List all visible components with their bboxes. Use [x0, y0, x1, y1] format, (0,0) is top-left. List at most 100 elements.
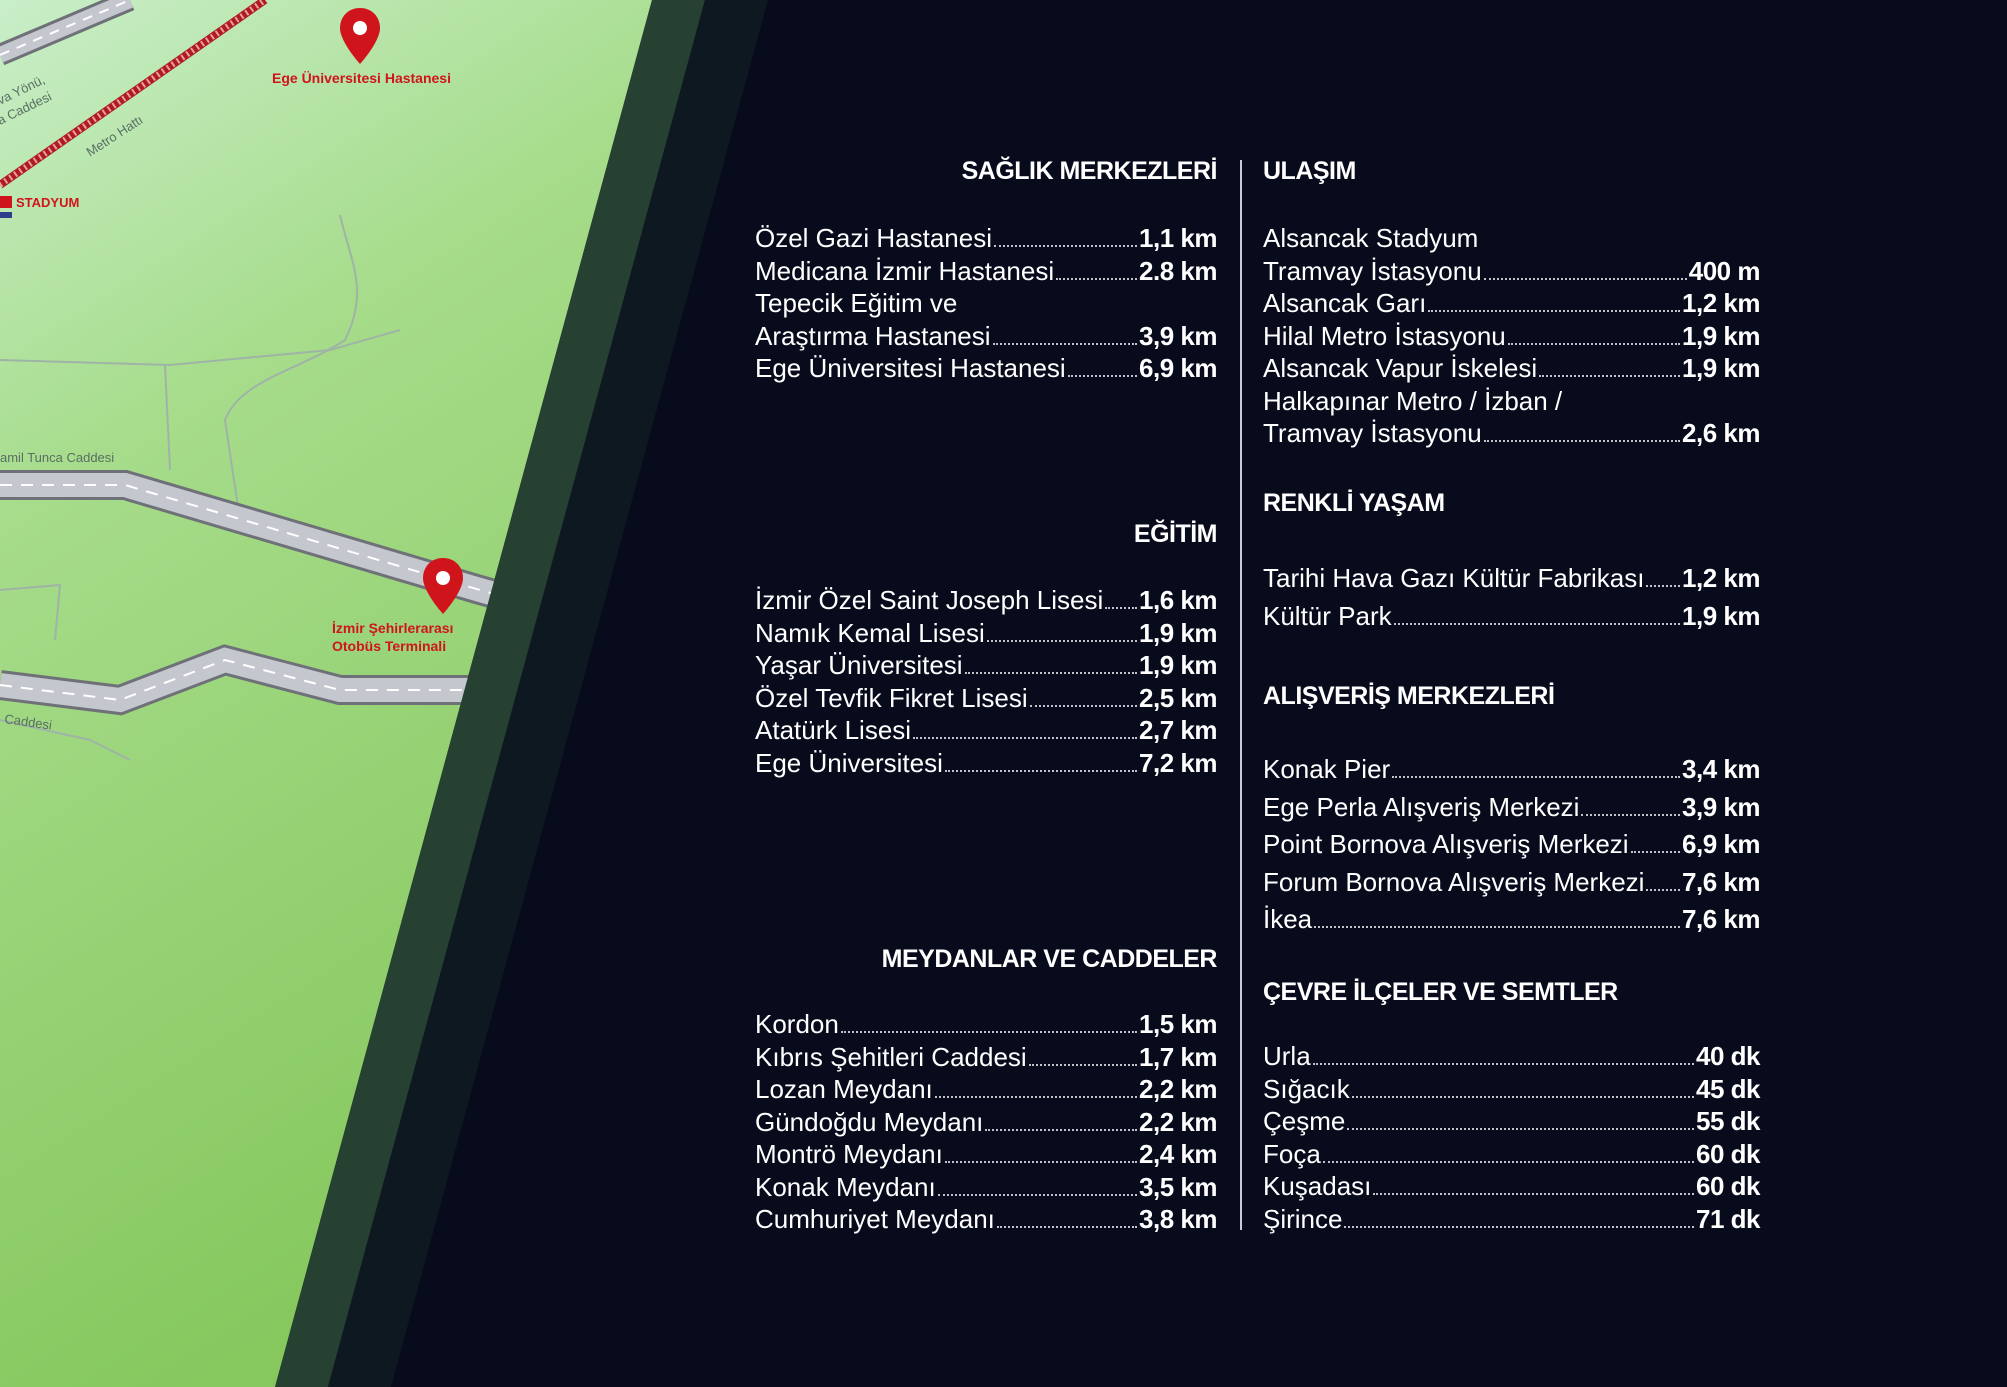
distance-value: 7,6 km: [1682, 904, 1760, 934]
dot-leader: [964, 672, 1138, 674]
distance-value: 1,9 km: [1682, 353, 1760, 383]
section-title-renkli: RENKLİ YAŞAM: [1263, 489, 1445, 517]
dot-leader: [1344, 1225, 1694, 1228]
ulasim-list-item: Hilal Metro İstasyonu 1,9 km: [1263, 320, 1760, 352]
distance-value: 1,9 km: [1682, 320, 1760, 351]
place-name: Alsancak Garı: [1263, 288, 1427, 318]
dot-leader: [840, 1031, 1138, 1033]
distance-value: 71 dk: [1696, 1203, 1761, 1234]
terminal-marker-icon: [423, 558, 463, 614]
terminal-label-2: Otobüs Terminali: [332, 638, 446, 654]
distance-value: 3,8 km: [1139, 1204, 1217, 1234]
dot-leader: [937, 1193, 1138, 1196]
section-title-avm: ALIŞVERİŞ MERKEZLERİ: [1263, 682, 1555, 710]
place-name: Konak Meydanı: [755, 1171, 936, 1202]
distance-value: 6,9 km: [1682, 829, 1760, 859]
place-name: Cumhuriyet Meydanı: [755, 1204, 995, 1234]
place-name: Kıbrıs Şehitleri Caddesi: [755, 1041, 1027, 1072]
dot-leader: [1581, 813, 1681, 816]
place-name: Foça: [1263, 1138, 1321, 1169]
dot-leader: [996, 1226, 1138, 1228]
distance-value: 1,5 km: [1139, 1009, 1217, 1039]
diagonal-band: [275, 0, 705, 1387]
distance-value: 40 dk: [1696, 1041, 1761, 1071]
place-name: İkea: [1263, 904, 1313, 934]
stadium-icon: [0, 196, 12, 208]
distance-value: 2,2 km: [1139, 1074, 1217, 1104]
renkli-list-item: Kültür Park 1,9 km: [1263, 600, 1760, 632]
distance-value: 1,2 km: [1682, 288, 1760, 318]
place-name: Halkapınar Metro / İzban /: [1263, 385, 1563, 416]
map-features: Ege Üniversitesi Hastanesi STADYUM Metro…: [0, 0, 652, 761]
distance-value: 1,7 km: [1139, 1041, 1217, 1072]
dot-leader: [1373, 1193, 1694, 1195]
dot-leader: [944, 1161, 1138, 1163]
place-name: Konak Pier: [1263, 754, 1391, 784]
dot-leader: [993, 245, 1138, 247]
place-name: Şirince: [1263, 1203, 1343, 1234]
distance-value: 2,5 km: [1139, 682, 1217, 713]
distance-value: 60 dk: [1696, 1171, 1761, 1201]
distance-value: 3,9 km: [1139, 320, 1217, 351]
place-name: Alsancak Vapur İskelesi: [1263, 353, 1538, 383]
place-name: Forum Bornova Alışveriş Merkezi: [1263, 866, 1645, 897]
dot-leader: [1347, 1128, 1694, 1130]
dot-leader: [1507, 342, 1681, 345]
dot-leader: [992, 342, 1138, 345]
distance-value: 1,9 km: [1682, 600, 1760, 631]
place-name: Ege Üniversitesi Hastanesi: [755, 353, 1066, 383]
distance-value: 55 dk: [1696, 1106, 1761, 1136]
dot-leader: [1351, 1095, 1694, 1098]
place-name: Urla: [1263, 1041, 1311, 1071]
cevre-list-item: Şirince 71 dk: [1263, 1203, 1761, 1235]
metro-line: [0, 0, 268, 189]
hospital-marker-icon: [340, 8, 380, 64]
dot-leader: [1393, 622, 1681, 625]
dot-leader: [1056, 277, 1138, 280]
dot-leader: [1539, 375, 1681, 377]
place-name: Çeşme: [1263, 1106, 1346, 1136]
place-name: Tepecik Eğitim ve: [755, 288, 958, 318]
section-title-meydan: MEYDANLAR VE CADDELER: [881, 945, 1218, 973]
place-name: Hilal Metro İstasyonu: [1263, 320, 1506, 351]
distance-value: 3,5 km: [1139, 1171, 1217, 1202]
dot-leader: [985, 1128, 1138, 1131]
dot-leader: [1029, 704, 1138, 707]
avm-list-item: İkea 7,6 km: [1263, 903, 1760, 935]
saglik-list-item: Tepecik Eğitim ve: [755, 287, 1217, 319]
ulasim-list-item: Alsancak Stadyum: [1263, 222, 1760, 254]
section-title-ulasim: ULAŞIM: [1263, 157, 1356, 185]
distance-value: 3,9 km: [1682, 791, 1760, 822]
place-name: Tramvay İstasyonu: [1263, 418, 1482, 448]
terminal-label-1: İzmir Şehirlerarası: [332, 620, 453, 636]
distance-value: 2,4 km: [1139, 1139, 1217, 1169]
dot-leader: [1483, 440, 1681, 442]
distance-value: 2,6 km: [1682, 418, 1760, 448]
distance-value: 1,1 km: [1139, 223, 1217, 253]
ulasim-list-item: Halkapınar Metro / İzban /: [1263, 385, 1760, 417]
egitim-list-item: Özel Tevfik Fikret Lisesi 2,5 km: [755, 682, 1217, 714]
place-name: Point Bornova Alışveriş Merkezi: [1263, 829, 1629, 859]
dot-leader: [1105, 607, 1138, 609]
dot-leader: [1322, 1160, 1694, 1163]
dot-leader: [1392, 776, 1681, 778]
place-name: Kültür Park: [1263, 600, 1392, 631]
place-name: Gündoğdu Meydanı: [755, 1106, 984, 1137]
section-title-egitim: EĞİTİM: [1133, 520, 1218, 548]
place-name: Alsancak Stadyum: [1263, 223, 1479, 253]
dot-leader: [1630, 851, 1681, 853]
place-name: Araştırma Hastanesi: [755, 320, 991, 351]
distance-value: 7,2 km: [1139, 747, 1217, 778]
place-name: Tarihi Hava Gazı Kültür Fabrikası: [1263, 563, 1645, 593]
place-name: Ege Üniversitesi: [755, 747, 943, 778]
place-name: Özel Tevfik Fikret Lisesi: [755, 682, 1028, 713]
ulasim-list-item: Tramvay İstasyonu 2,6 km: [1263, 417, 1760, 449]
